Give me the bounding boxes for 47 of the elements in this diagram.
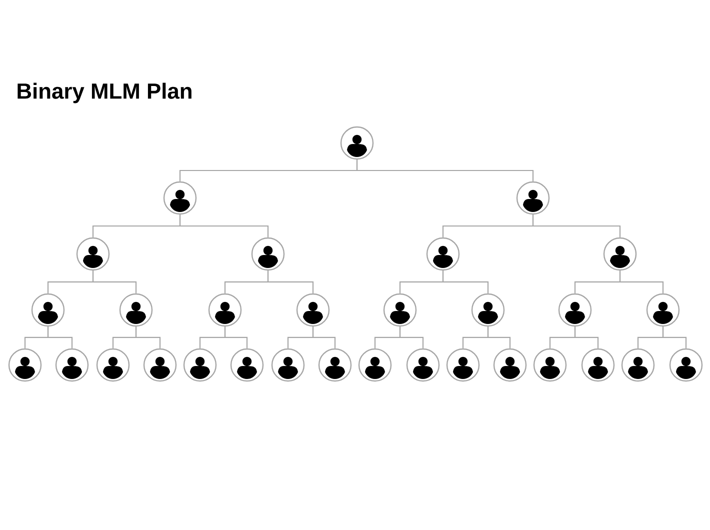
- connector-line: [224, 326, 248, 348]
- connector-line: [47, 326, 73, 348]
- person-icon: [119, 293, 153, 327]
- person-icon: [183, 348, 217, 382]
- person-icon: [96, 348, 130, 382]
- person-icon: [493, 348, 527, 382]
- connector-line: [92, 270, 137, 294]
- person-icon: [340, 126, 374, 160]
- person-icon: [55, 348, 89, 382]
- connector-line: [619, 270, 664, 294]
- connector-line: [442, 270, 489, 294]
- connector-line: [662, 326, 687, 348]
- connector-line: [487, 326, 511, 348]
- connector-line: [312, 326, 336, 348]
- person-icon: [471, 293, 505, 327]
- person-icon: [446, 348, 480, 382]
- connector-line: [179, 214, 269, 238]
- connector-line: [135, 326, 161, 348]
- person-icon: [296, 293, 330, 327]
- person-icon: [271, 348, 305, 382]
- connector-line: [532, 214, 621, 238]
- person-icon: [581, 348, 615, 382]
- person-icon: [318, 348, 352, 382]
- person-icon: [426, 237, 460, 271]
- person-icon: [603, 237, 637, 271]
- person-icon: [358, 348, 392, 382]
- person-icon: [143, 348, 177, 382]
- title: Binary MLM Plan: [18, 82, 192, 104]
- person-icon: [406, 348, 440, 382]
- person-icon: [76, 237, 110, 271]
- person-icon: [533, 348, 567, 382]
- connector-line: [356, 160, 534, 182]
- person-icon: [558, 293, 592, 327]
- person-icon: [8, 348, 42, 382]
- person-icon: [163, 181, 197, 215]
- connector-line: [399, 326, 424, 348]
- person-icon: [669, 348, 703, 382]
- person-icon: [208, 293, 242, 327]
- person-icon: [251, 237, 285, 271]
- person-icon: [31, 293, 65, 327]
- person-icon: [646, 293, 680, 327]
- person-icon: [516, 181, 550, 215]
- person-icon: [383, 293, 417, 327]
- person-icon: [621, 348, 655, 382]
- connector-line: [574, 326, 599, 348]
- connector-line: [267, 270, 314, 294]
- person-icon: [230, 348, 264, 382]
